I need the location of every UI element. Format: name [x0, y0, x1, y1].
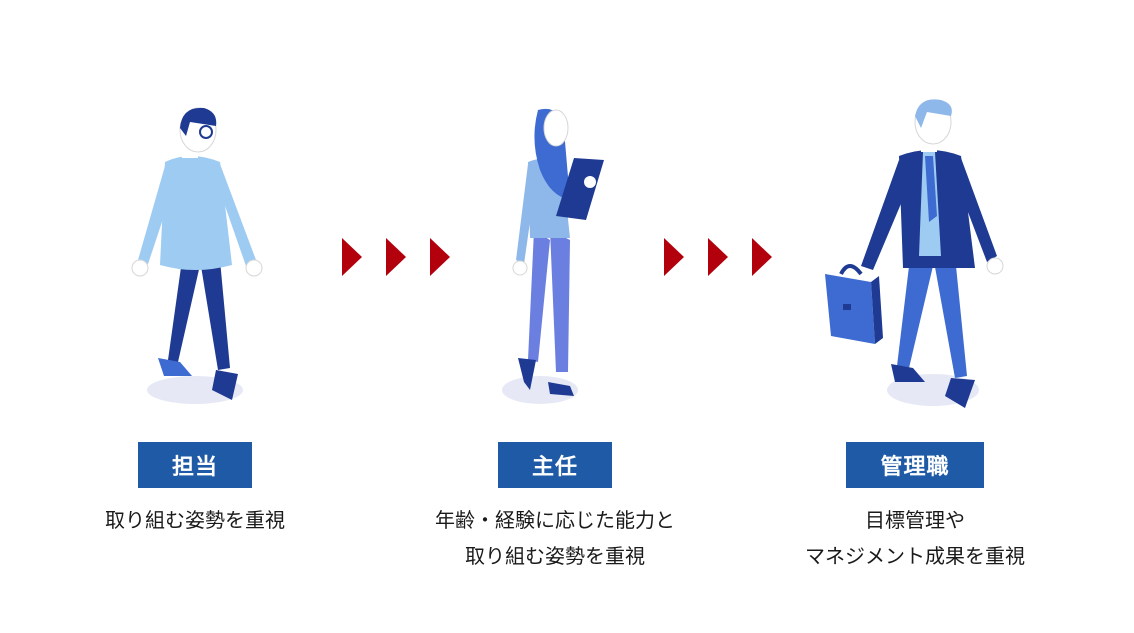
- stage-label-kanrishoku: 管理職: [846, 442, 984, 488]
- businessman-with-briefcase-icon: [825, 99, 1004, 408]
- walking-man-icon: [131, 107, 263, 404]
- desc-line: 年齢・経験に応じた能力と: [435, 508, 675, 532]
- stage-desc-tantou: 取り組む姿勢を重視: [60, 502, 330, 538]
- stage-label-shunin: 主任: [498, 442, 612, 488]
- stage-label-tantou: 担当: [138, 442, 252, 488]
- desc-line: 目標管理や: [865, 508, 965, 532]
- stage-desc-kanrishoku: 目標管理や マネジメント成果を重視: [765, 502, 1065, 574]
- desc-line: 取り組む姿勢を重視: [465, 544, 645, 568]
- triangle-arrow-icon: [664, 238, 772, 276]
- desc-line: マネジメント成果を重視: [805, 544, 1025, 568]
- desc-line: 取り組む姿勢を重視: [105, 508, 285, 532]
- triangle-arrow-icon: [342, 238, 450, 276]
- woman-with-tablet-icon: [502, 108, 604, 404]
- stage-desc-shunin: 年齢・経験に応じた能力と 取り組む姿勢を重視: [395, 502, 715, 574]
